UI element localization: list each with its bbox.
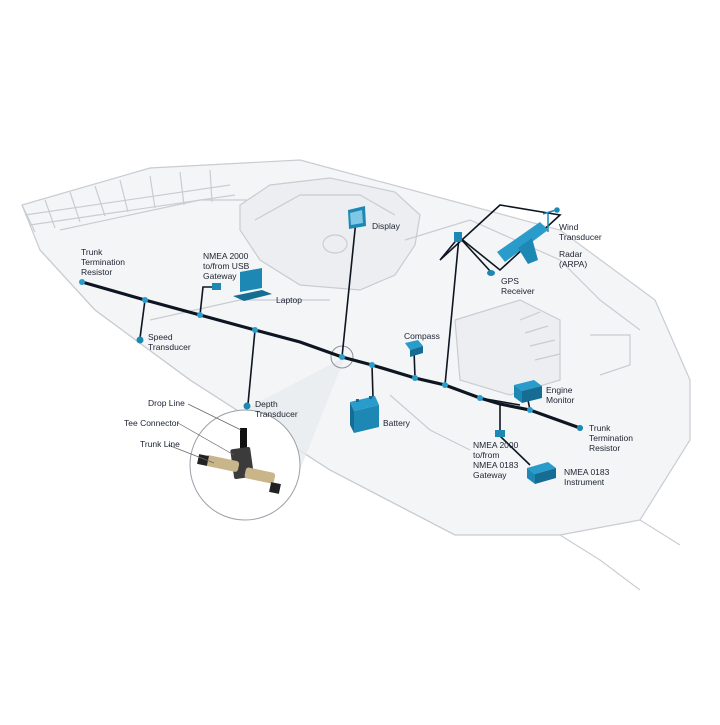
gps-receiver-label: GPS Receiver xyxy=(501,276,535,296)
trunk-termination-right-label: Trunk Termination Resistor xyxy=(589,423,633,453)
nmea0183-instrument-label: NMEA 0183 Instrument xyxy=(564,467,610,487)
trunk-termination-left-label: Trunk Termination Resistor xyxy=(81,247,125,277)
laptop-label: Laptop xyxy=(276,295,302,305)
trunk-line-label: Trunk Line xyxy=(140,439,180,449)
tee-connector-label: Tee Connector xyxy=(124,418,180,428)
mast-junction-icon xyxy=(454,232,462,242)
wind-transducer-icon xyxy=(542,207,560,232)
depth-transducer-label: Depth Transducer xyxy=(255,399,298,419)
radar-icon xyxy=(497,222,548,264)
trunk-termination-right-icon xyxy=(577,425,583,431)
nmea0183-instrument-icon xyxy=(527,462,556,484)
depth-transducer-icon xyxy=(243,402,251,410)
gps-receiver-icon xyxy=(487,270,495,276)
usb-gateway-icon xyxy=(212,283,221,290)
nmea0183-gateway-label: NMEA 2000 to/from NMEA 0183 Gateway xyxy=(473,440,519,480)
display-label: Display xyxy=(372,221,400,231)
radar-label: Radar (ARPA) xyxy=(559,249,588,269)
nmea0183-gateway-icon xyxy=(495,430,505,437)
speed-transducer-label: Speed Transducer xyxy=(148,332,191,352)
display-icon xyxy=(348,206,366,229)
battery-label: Battery xyxy=(383,418,410,428)
battery-icon xyxy=(350,396,379,433)
tee-connector-closeup xyxy=(197,428,281,494)
drop-line-label: Drop Line xyxy=(148,398,185,408)
usb-gateway-label: NMEA 2000 to/from USB Gateway xyxy=(203,251,250,281)
compass-icon xyxy=(405,340,423,357)
engine-monitor-label: Engine Monitor xyxy=(546,385,575,405)
callout-leaders xyxy=(167,403,242,464)
wind-transducer-label: Wind Transducer xyxy=(559,222,602,242)
laptop-icon xyxy=(233,268,272,301)
drop-lines xyxy=(139,204,562,466)
engine-monitor-icon xyxy=(514,380,542,403)
speed-transducer-icon xyxy=(136,336,144,344)
compass-label: Compass xyxy=(404,331,440,341)
